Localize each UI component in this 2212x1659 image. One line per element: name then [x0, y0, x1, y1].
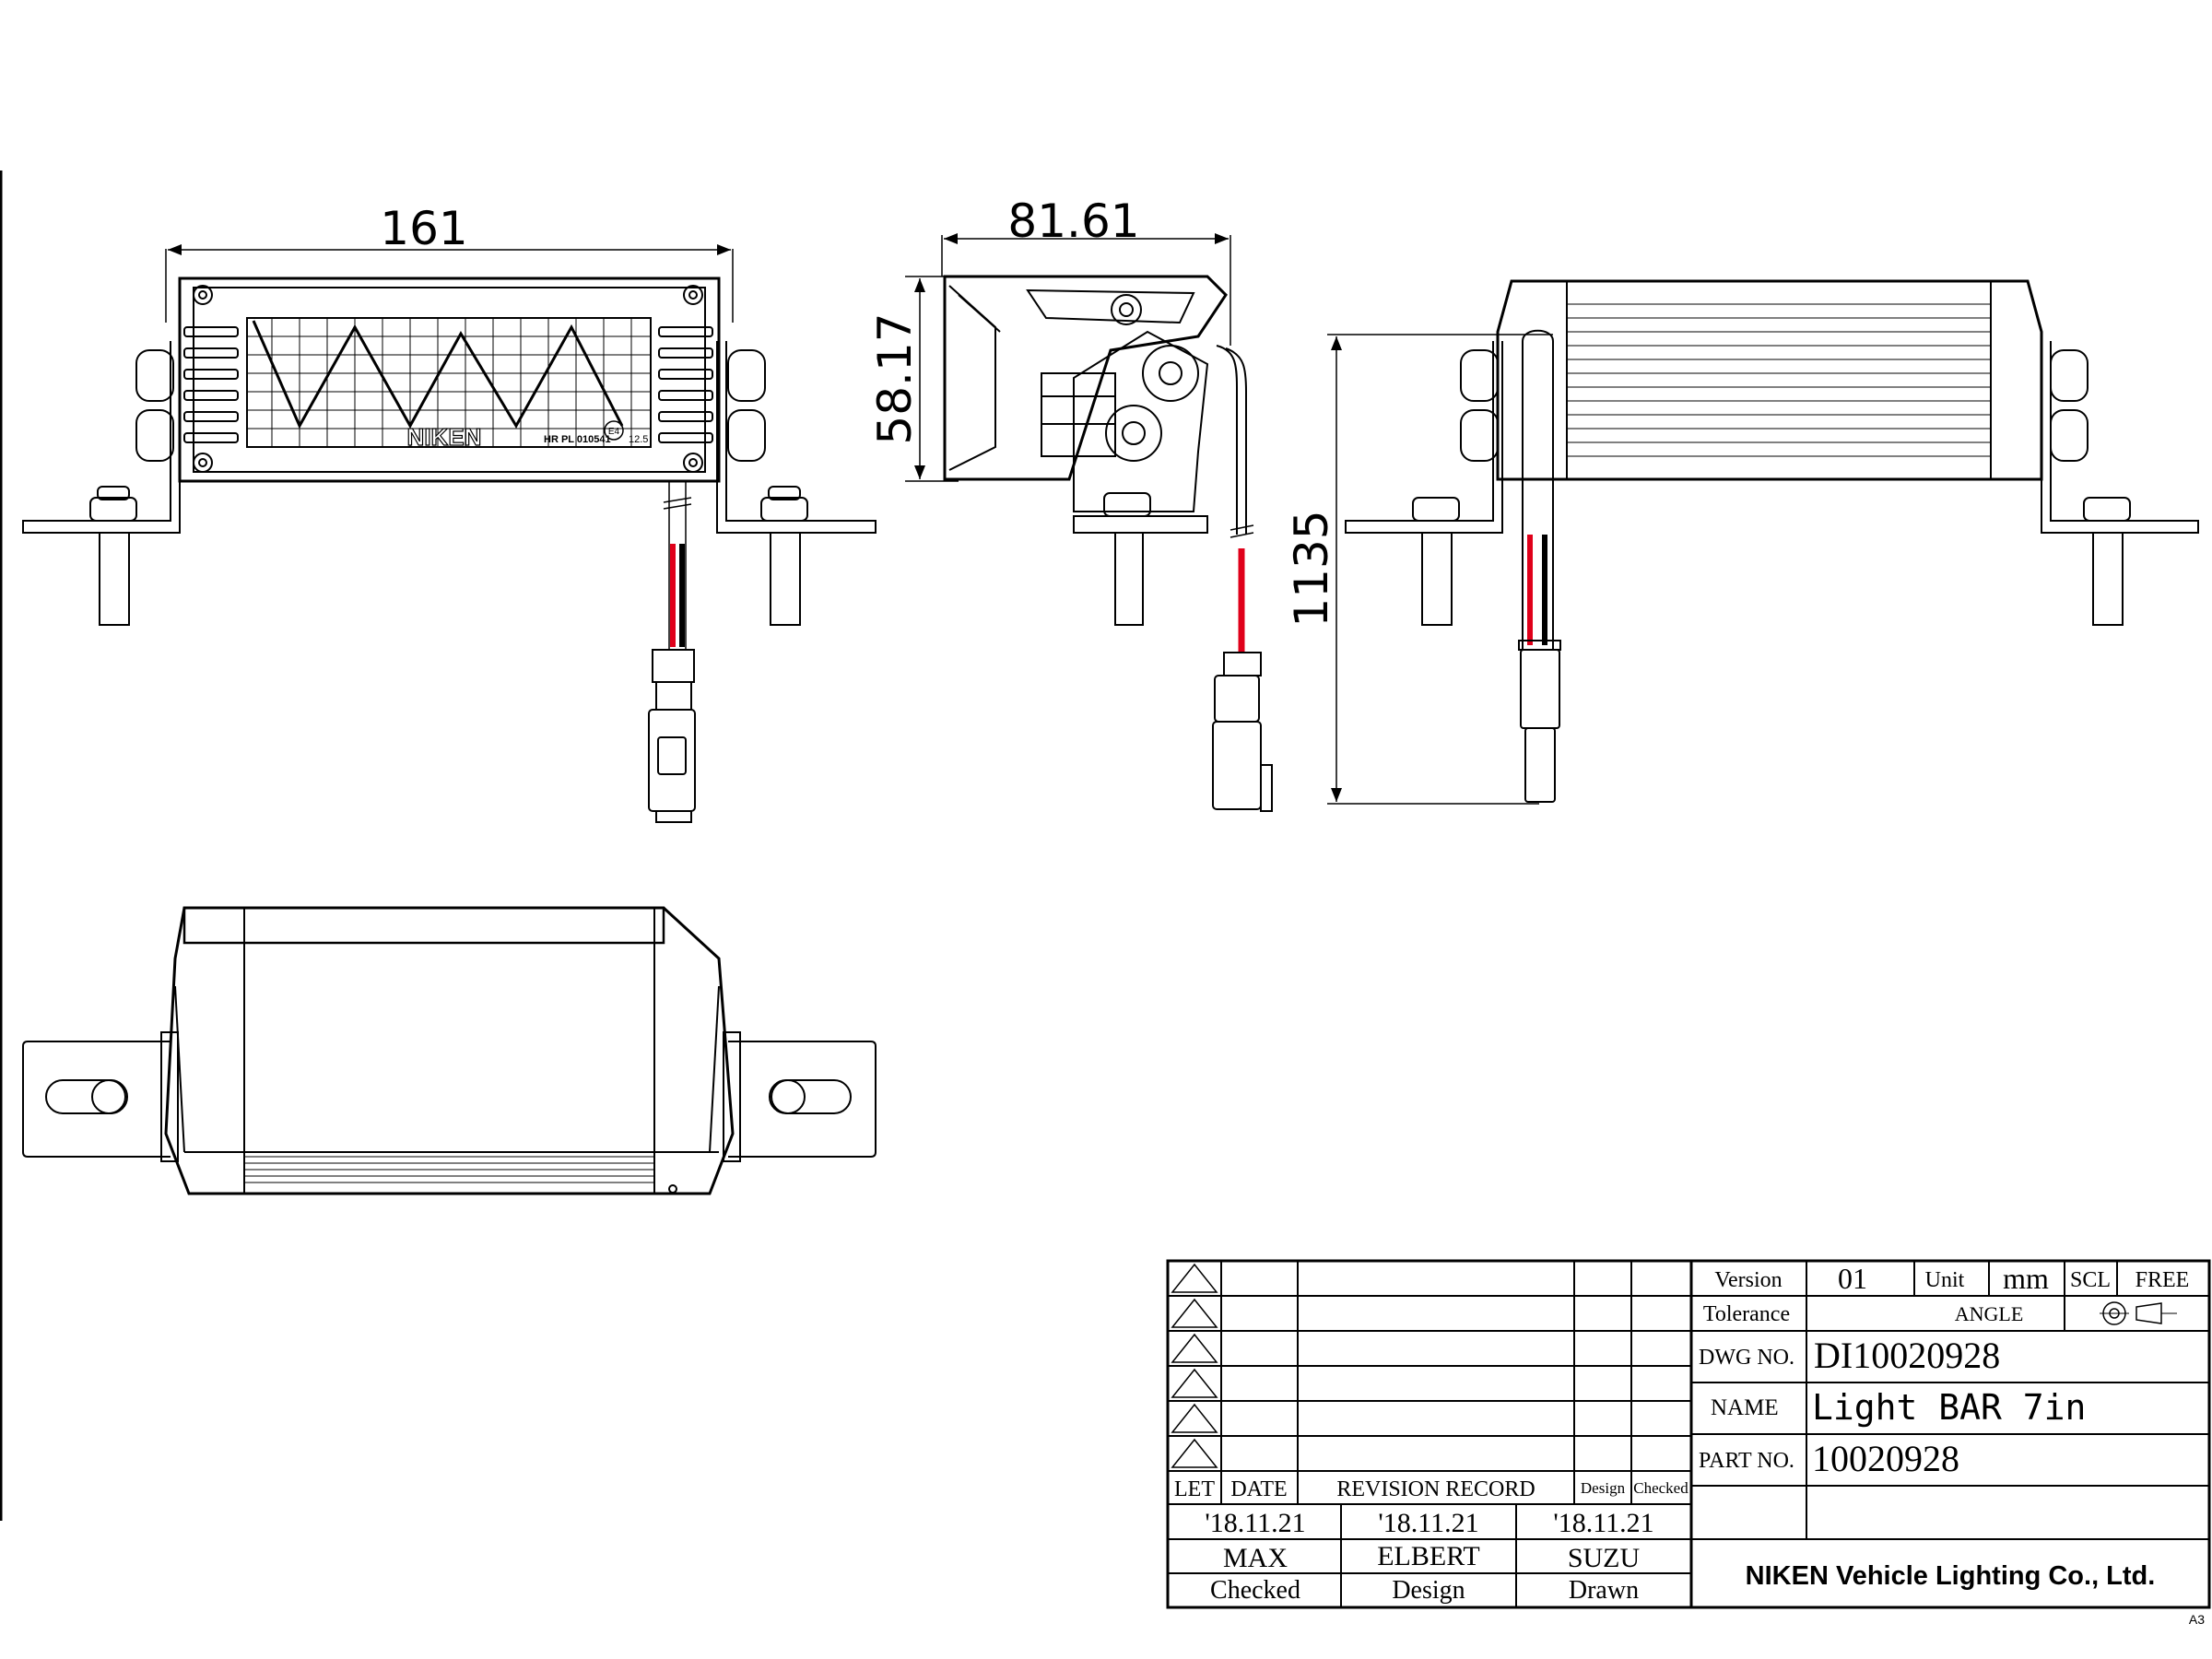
dimension-label-width: 161	[380, 202, 467, 255]
front-brand-mark: NIKEN	[407, 423, 482, 451]
date-3: '18.11.21	[1553, 1508, 1653, 1538]
part-no-label: PART NO.	[1699, 1449, 1794, 1473]
role-design: Design	[1392, 1576, 1465, 1605]
company-name: NIKEN Vehicle Lighting Co., Ltd.	[1746, 1561, 2156, 1591]
dwg-no-label: DWG NO.	[1699, 1346, 1794, 1370]
name-design: ELBERT	[1377, 1541, 1480, 1571]
dimension-label-depth: 81.61	[1007, 194, 1139, 248]
unit-value: mm	[2003, 1262, 2049, 1295]
rating-marking: 12.5	[629, 434, 648, 445]
front-view	[22, 244, 877, 823]
emark-circle	[604, 420, 624, 441]
sheet-size: A3	[2189, 1612, 2205, 1627]
version-value: 01	[1838, 1262, 1867, 1295]
dimension-label-cable-length: 1135	[1285, 510, 1338, 627]
name-value: Light BAR 7in	[1812, 1387, 2086, 1428]
part-no-value: 10020928	[1812, 1438, 1959, 1479]
header-let: LET	[1174, 1477, 1215, 1501]
header-checked: Checked	[1633, 1479, 1688, 1497]
version-label: Version	[1714, 1268, 1782, 1292]
top-view	[22, 906, 877, 1195]
dwg-no-value: DI10020928	[1814, 1335, 2000, 1376]
approval-marking: HR PL 010541	[544, 434, 611, 445]
scale-label: SCL	[2070, 1268, 2111, 1292]
header-design: Design	[1581, 1479, 1626, 1497]
name-label: NAME	[1711, 1395, 1779, 1420]
name-checked: MAX	[1223, 1543, 1288, 1573]
tolerance-label: Tolerance	[1703, 1302, 1790, 1326]
side-view	[905, 233, 1273, 812]
rear-view	[1327, 279, 2199, 805]
date-1: '18.11.21	[1205, 1508, 1305, 1538]
title-block	[1166, 1259, 2211, 1609]
role-drawn: Drawn	[1569, 1576, 1639, 1605]
dimension-label-height: 58.17	[868, 312, 922, 444]
header-date: DATE	[1230, 1477, 1287, 1501]
unit-label: Unit	[1925, 1268, 1965, 1292]
scale-value: FREE	[2136, 1268, 2190, 1292]
role-checked: Checked	[1210, 1576, 1300, 1605]
header-revision-record: REVISION RECORD	[1336, 1477, 1535, 1501]
date-2: '18.11.21	[1378, 1508, 1478, 1538]
name-drawn: SUZU	[1568, 1543, 1641, 1573]
angle-label: ANGLE	[1955, 1302, 2024, 1325]
emark-label: E4	[608, 427, 620, 437]
